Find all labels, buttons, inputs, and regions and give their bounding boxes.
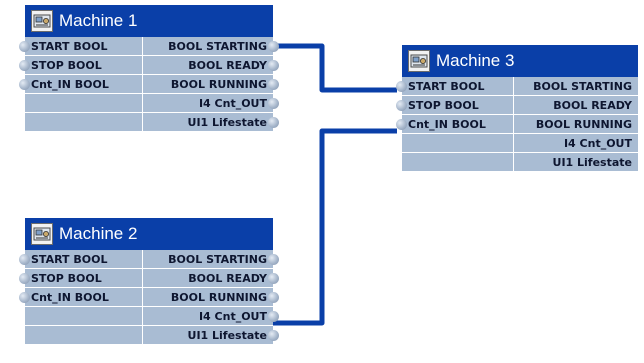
port-row: START BOOL BOOL STARTING [19, 250, 279, 269]
port-row: Cnt_IN BOOL BOOL RUNNING [396, 115, 638, 134]
output-port-icon[interactable] [268, 311, 279, 322]
port-row: UI1 Lifestate [25, 326, 279, 345]
output-port-icon[interactable] [268, 273, 279, 284]
output-label: UI1 Lifestate [143, 326, 273, 345]
port-row: START BOOL BOOL STARTING [396, 77, 638, 96]
port-row: STOP BOOL BOOL READY [396, 96, 638, 115]
port-row: UI1 Lifestate [25, 113, 279, 132]
output-label: BOOL STARTING [143, 37, 273, 56]
machine-block-icon [31, 223, 53, 245]
port-row: STOP BOOL BOOL READY [19, 56, 279, 75]
block-header[interactable]: Machine 1 [25, 5, 273, 37]
input-port-icon[interactable] [19, 292, 30, 303]
output-port-icon[interactable] [268, 330, 279, 341]
port-row: I4 Cnt_OUT [25, 307, 279, 326]
output-label: BOOL RUNNING [514, 115, 638, 134]
input-label: START BOOL [25, 250, 143, 269]
input-port-icon[interactable] [396, 119, 407, 130]
port-row: I4 Cnt_OUT [402, 134, 638, 153]
output-port-icon[interactable] [268, 79, 279, 90]
output-port-icon[interactable] [268, 292, 279, 303]
output-label: BOOL READY [143, 56, 273, 75]
output-label: I4 Cnt_OUT [143, 307, 273, 326]
input-label: STOP BOOL [25, 269, 143, 288]
input-port-icon[interactable] [19, 273, 30, 284]
machine-block[interactable]: Machine 3 START BOOL BOOL STARTING STOP … [396, 45, 638, 172]
input-port-icon[interactable] [19, 79, 30, 90]
block-title: Machine 3 [436, 51, 515, 70]
machine-block-icon [408, 50, 430, 72]
output-port-icon[interactable] [268, 41, 279, 52]
wire-machine2-cntout-to-machine3-cntin[interactable] [266, 128, 397, 326]
input-label: START BOOL [402, 77, 514, 96]
block-header[interactable]: Machine 2 [25, 218, 273, 250]
input-port-icon[interactable] [396, 100, 407, 111]
input-label: Cnt_IN BOOL [25, 75, 143, 94]
input-label [402, 153, 514, 172]
port-row: START BOOL BOOL STARTING [19, 37, 279, 56]
output-port-icon[interactable] [268, 98, 279, 109]
output-label: BOOL RUNNING [143, 75, 273, 94]
output-label: UI1 Lifestate [514, 153, 638, 172]
output-label: BOOL RUNNING [143, 288, 273, 307]
input-label: Cnt_IN BOOL [25, 288, 143, 307]
input-label: START BOOL [25, 37, 143, 56]
input-label: Cnt_IN BOOL [402, 115, 514, 134]
output-label: I4 Cnt_OUT [143, 94, 273, 113]
input-port-icon[interactable] [19, 254, 30, 265]
input-label: STOP BOOL [25, 56, 143, 75]
output-label: UI1 Lifestate [143, 113, 273, 132]
block-header[interactable]: Machine 3 [402, 45, 638, 77]
wire-machine1-starting-to-machine3-start[interactable] [266, 43, 397, 93]
port-row: Cnt_IN BOOL BOOL RUNNING [19, 288, 279, 307]
output-label: BOOL READY [514, 96, 638, 115]
input-label [25, 94, 143, 113]
output-label: I4 Cnt_OUT [514, 134, 638, 153]
output-port-icon[interactable] [268, 117, 279, 128]
input-label: STOP BOOL [402, 96, 514, 115]
input-port-icon[interactable] [19, 41, 30, 52]
input-label [25, 113, 143, 132]
machine-block[interactable]: Machine 2 START BOOL BOOL STARTING STOP … [19, 218, 279, 345]
output-label: BOOL STARTING [514, 77, 638, 96]
block-title: Machine 2 [59, 224, 138, 243]
input-label [402, 134, 514, 153]
output-label: BOOL STARTING [143, 250, 273, 269]
machine-block[interactable]: Machine 1 START BOOL BOOL STARTING STOP … [19, 5, 279, 132]
output-port-icon[interactable] [268, 60, 279, 71]
input-port-icon[interactable] [19, 60, 30, 71]
output-label: BOOL READY [143, 269, 273, 288]
output-port-icon[interactable] [268, 254, 279, 265]
input-port-icon[interactable] [396, 81, 407, 92]
machine-block-icon [31, 10, 53, 32]
port-row: STOP BOOL BOOL READY [19, 269, 279, 288]
input-label [25, 326, 143, 345]
port-row: UI1 Lifestate [402, 153, 638, 172]
port-row: I4 Cnt_OUT [25, 94, 279, 113]
block-title: Machine 1 [59, 11, 138, 30]
input-label [25, 307, 143, 326]
port-row: Cnt_IN BOOL BOOL RUNNING [19, 75, 279, 94]
